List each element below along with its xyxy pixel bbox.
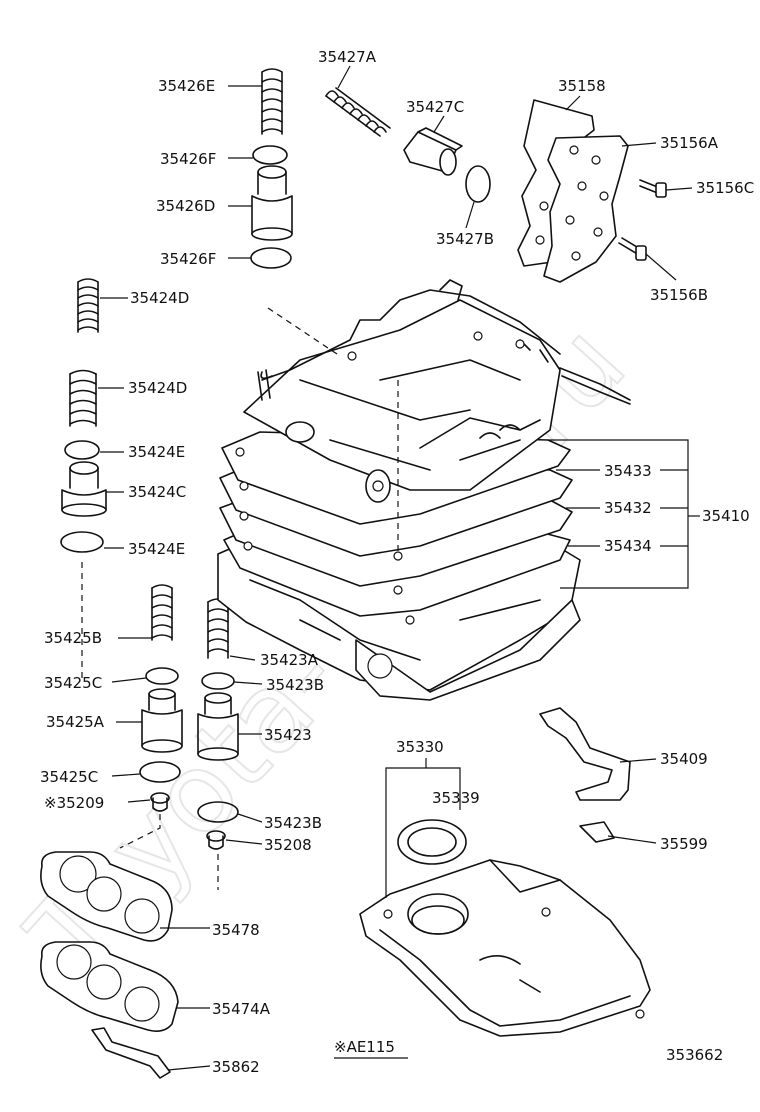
spring-35425B bbox=[151, 584, 173, 641]
label-35156A: 35156A bbox=[660, 134, 719, 152]
note-AE115: ※AE115 bbox=[334, 1038, 395, 1056]
o-ring-35425C-bottom bbox=[139, 761, 181, 783]
spring-35426E bbox=[261, 68, 283, 135]
o-ring-35427B bbox=[465, 165, 491, 203]
spring-35424D-upper bbox=[77, 278, 99, 333]
label-35434: 35434 bbox=[604, 537, 652, 555]
bracket-35409 bbox=[539, 707, 631, 801]
plug-35427C bbox=[403, 127, 463, 176]
piston-35426D bbox=[251, 165, 293, 241]
check-ball-35208 bbox=[206, 830, 226, 850]
label-35425C-top: 35425C bbox=[44, 674, 102, 692]
bolt-35156B bbox=[618, 237, 647, 261]
label-35425A: 35425A bbox=[46, 713, 105, 731]
label-35156C: 35156C bbox=[696, 179, 754, 197]
label-35423B-bottom: 35423B bbox=[264, 814, 322, 832]
o-ring-35426F-bottom bbox=[250, 247, 292, 269]
label-35474A: 35474A bbox=[212, 1000, 271, 1018]
label-35426F-bottom: 35426F bbox=[160, 250, 216, 268]
label-35426D: 35426D bbox=[156, 197, 215, 215]
diagram-number: 353662 bbox=[666, 1046, 723, 1064]
label-35426F-top: 35426F bbox=[160, 150, 216, 168]
label-35330: 35330 bbox=[396, 738, 444, 756]
label-35423: 35423 bbox=[264, 726, 312, 744]
bolt-35156C bbox=[639, 179, 667, 198]
spring-35424D-lower bbox=[69, 369, 97, 427]
label-35478: 35478 bbox=[212, 921, 260, 939]
piston-35423 bbox=[197, 692, 239, 761]
label-35424D-mid: 35424D bbox=[128, 379, 187, 397]
check-ball-35209 bbox=[150, 792, 170, 812]
label-35433: 35433 bbox=[604, 462, 652, 480]
label-35426E: 35426E bbox=[158, 77, 215, 95]
o-ring-35425C-top bbox=[145, 667, 179, 685]
label-35862: 35862 bbox=[212, 1058, 260, 1076]
gasket-35474A bbox=[40, 941, 179, 1032]
oil-strainer-35330 bbox=[359, 859, 651, 1037]
label-35424E-top: 35424E bbox=[128, 443, 185, 461]
label-35424D-top: 35424D bbox=[130, 289, 189, 307]
label-35409: 35409 bbox=[660, 750, 708, 768]
o-ring-35426F-top bbox=[252, 145, 288, 165]
piston-35425A bbox=[141, 688, 183, 753]
valve-body-assembly-35410 bbox=[217, 279, 631, 701]
label-35158: 35158 bbox=[558, 77, 606, 95]
label-35427C: 35427C bbox=[406, 98, 464, 116]
cover-plate-35158 bbox=[517, 99, 629, 283]
label-35209: ※35209 bbox=[44, 794, 104, 812]
label-35410: 35410 bbox=[702, 507, 750, 525]
piston-35424C bbox=[61, 461, 107, 517]
label-35156B: 35156B bbox=[650, 286, 708, 304]
spring-35427A bbox=[325, 87, 391, 137]
gasket-35339 bbox=[397, 819, 467, 865]
label-35427B: 35427B bbox=[436, 230, 494, 248]
label-35427A: 35427A bbox=[318, 48, 377, 66]
o-ring-35424E-top bbox=[64, 440, 100, 460]
o-ring-35423B-bottom bbox=[197, 801, 239, 823]
label-35208: 35208 bbox=[264, 836, 312, 854]
plate-35599 bbox=[579, 821, 615, 843]
label-35423A: 35423A bbox=[260, 651, 319, 669]
o-ring-35424E-bottom bbox=[60, 531, 104, 553]
label-35425C-bottom: 35425C bbox=[40, 768, 98, 786]
part-labels: 35427A 35426E 35426F 35426D 35426F 35427… bbox=[40, 48, 754, 1076]
label-35423B-top: 35423B bbox=[266, 676, 324, 694]
label-35339: 35339 bbox=[432, 789, 480, 807]
label-35432: 35432 bbox=[604, 499, 652, 517]
o-ring-35423B-top bbox=[201, 672, 235, 690]
label-35424E-bottom: 35424E bbox=[128, 540, 185, 558]
spring-35423A bbox=[207, 598, 229, 659]
label-35425B: 35425B bbox=[44, 629, 102, 647]
gasket-35478 bbox=[40, 851, 173, 942]
leader-lines bbox=[98, 65, 700, 1071]
label-35599: 35599 bbox=[660, 835, 708, 853]
bracket-35862 bbox=[91, 1027, 171, 1079]
label-35424C: 35424C bbox=[128, 483, 186, 501]
